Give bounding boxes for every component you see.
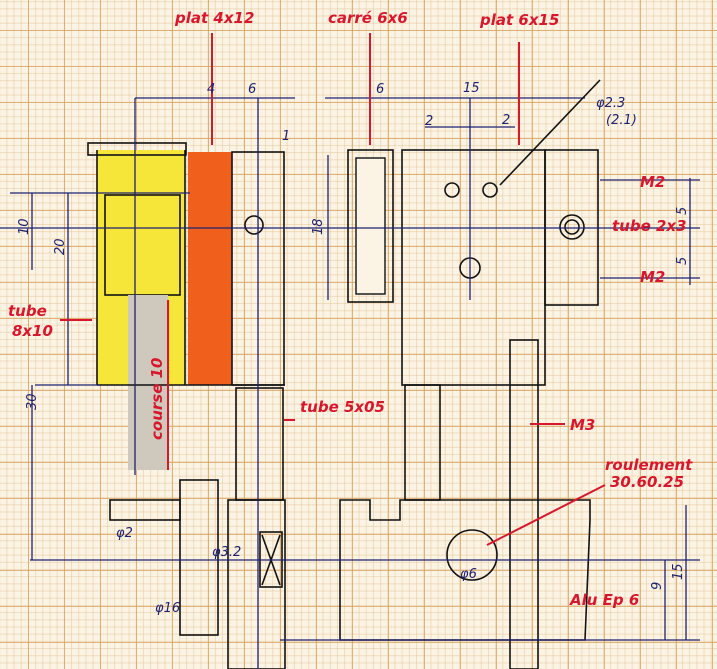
dim-15-alu: 15 bbox=[671, 563, 686, 580]
dim-6-left: 6 bbox=[248, 82, 256, 97]
dim-4: 4 bbox=[207, 82, 215, 97]
dim-phi-2-3: φ2.3 bbox=[596, 96, 625, 111]
dim-2-right: 2 bbox=[502, 113, 510, 128]
dim-5-bottom: 5 bbox=[675, 257, 690, 265]
tube-5x05 bbox=[235, 387, 284, 501]
dim-30: 30 bbox=[25, 393, 40, 410]
dim-5-top: 5 bbox=[675, 207, 690, 215]
label-plat-6x15: plat 6x15 bbox=[479, 11, 559, 29]
dim-18: 18 bbox=[311, 218, 326, 235]
hole bbox=[244, 215, 264, 235]
dim-phi6: φ6 bbox=[460, 567, 477, 582]
label-tube-8x10: tube bbox=[8, 302, 47, 320]
dim-10: 10 bbox=[17, 218, 32, 235]
label-tube-2x3: tube 2x3 bbox=[612, 217, 687, 235]
threaded-rod-m3 bbox=[509, 339, 539, 669]
dim-2-left: 2 bbox=[425, 114, 433, 129]
carre-6x6 bbox=[347, 149, 394, 303]
dim-9: 9 bbox=[650, 582, 665, 590]
orange-column bbox=[188, 152, 232, 385]
dim-phi2: φ2 bbox=[116, 526, 133, 541]
dim-1: 1 bbox=[282, 129, 290, 144]
label-tube-8x10-size: 8x10 bbox=[12, 322, 53, 340]
label-plat-4x12: plat 4x12 bbox=[174, 9, 254, 27]
dimension-lines bbox=[0, 97, 700, 669]
label-m2-bottom: M2 bbox=[640, 268, 665, 286]
gear-phi16 bbox=[179, 479, 219, 636]
roulement-circle bbox=[446, 529, 498, 581]
label-carre-6x6: carré 6x6 bbox=[328, 9, 408, 27]
dim-6-right: 6 bbox=[376, 82, 384, 97]
label-course: course 10 bbox=[148, 358, 166, 440]
phi23-leader bbox=[499, 79, 601, 186]
dim-20: 20 bbox=[53, 238, 68, 255]
label-tube-5x05: tube 5x05 bbox=[300, 398, 385, 416]
label-roulement: roulement bbox=[605, 456, 693, 474]
left-view bbox=[87, 142, 286, 669]
dim-phi32: φ3.2 bbox=[212, 545, 241, 560]
rod-orange bbox=[404, 384, 441, 501]
dim-phi-2-1: (2.1) bbox=[606, 113, 637, 128]
label-roulement-size: 30.60.25 bbox=[610, 473, 684, 491]
dim-15: 15 bbox=[463, 81, 480, 96]
plat-6x15 bbox=[401, 149, 546, 386]
pin-phi2 bbox=[109, 499, 181, 521]
grey-bottom-block bbox=[227, 499, 286, 669]
label-alu: Alu Ep 6 bbox=[569, 591, 639, 609]
label-m2-top: M2 bbox=[640, 173, 665, 191]
plat-4x12-flange bbox=[87, 142, 187, 156]
label-arrows bbox=[60, 33, 606, 546]
dim-phi16: φ16 bbox=[155, 601, 180, 616]
label-m3: M3 bbox=[570, 416, 595, 434]
